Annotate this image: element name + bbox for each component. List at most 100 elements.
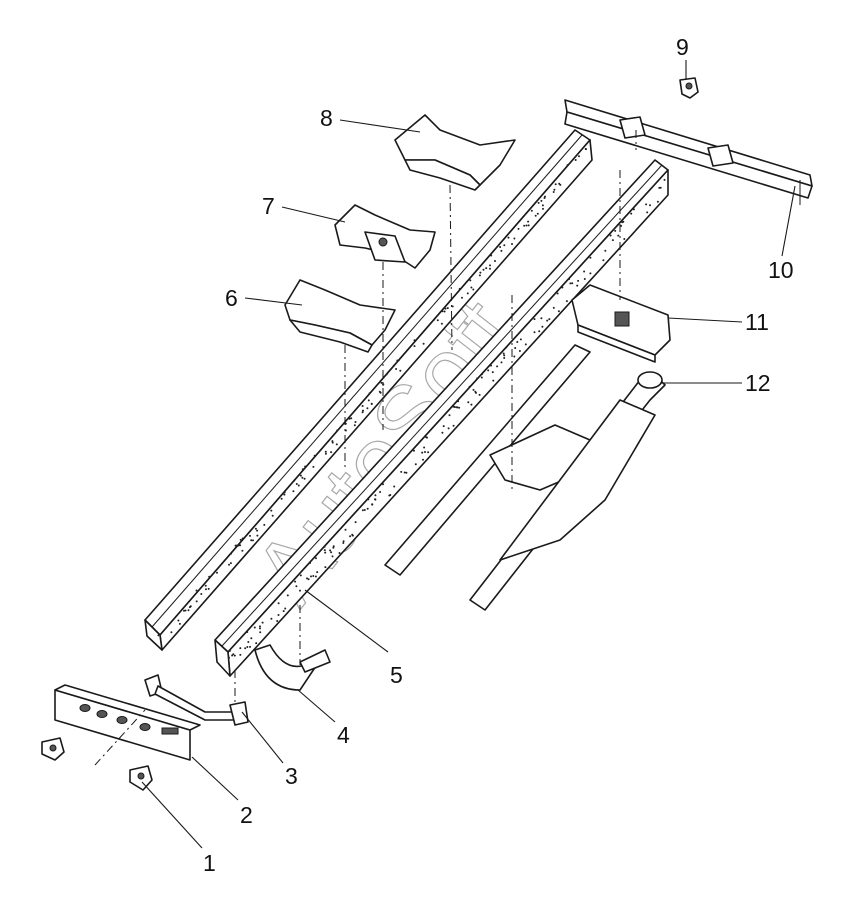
callout-labels: 1 2 3 4 5 6 7 8 9 10 11 12 [203, 34, 794, 876]
callout-2: 2 [240, 802, 253, 828]
rivet-hole [500, 361, 503, 364]
rivet-hole [468, 385, 471, 388]
rivet-hole [513, 355, 516, 358]
rivet-hole [621, 221, 624, 224]
rivet-hole [540, 199, 543, 202]
rivet-hole [461, 296, 463, 299]
rivet-hole [252, 539, 254, 542]
rivet-hole [399, 369, 402, 372]
rivet-hole [353, 424, 356, 427]
rivet-hole [467, 401, 470, 404]
rivet-hole [490, 254, 493, 257]
rivet-hole [244, 647, 247, 650]
rivet-hole [261, 621, 264, 624]
rivet-hole [270, 509, 273, 512]
rivet-hole [349, 535, 352, 538]
rivet-hole [297, 484, 300, 487]
rivet-hole [237, 544, 240, 547]
rivet-hole [543, 197, 546, 199]
rivet-hole [646, 211, 649, 214]
rivet-hole [310, 575, 312, 578]
rivet-hole [514, 347, 517, 349]
rivet-hole [205, 588, 207, 591]
rivet-hole [524, 343, 527, 346]
rivet-hole [423, 446, 426, 449]
callout-4: 4 [337, 722, 350, 748]
rivet-hole [447, 427, 450, 430]
rivet-hole [380, 381, 383, 384]
rivet-hole [446, 307, 449, 310]
rivet-hole [250, 539, 253, 542]
rivet-hole [231, 654, 234, 657]
rivet-hole [470, 403, 473, 406]
rivet-hole [329, 549, 332, 552]
rivet-hole [519, 338, 522, 341]
rivet-hole [649, 204, 651, 207]
rivet-hole [466, 292, 469, 295]
rivet-hole [277, 614, 280, 616]
rivet-hole [541, 325, 544, 328]
rivet-hole [233, 654, 236, 657]
rivet-hole [566, 164, 569, 167]
rivet-hole [177, 619, 180, 622]
rivet-hole [246, 631, 249, 633]
rivet-hole [480, 376, 483, 379]
rivet-hole [259, 625, 261, 628]
rivet-hole [557, 310, 560, 313]
rivet-hole [503, 244, 506, 247]
rivet-hole [537, 201, 540, 204]
rivet-hole [374, 494, 377, 497]
rivet-hole [307, 578, 310, 581]
rivet-hole [505, 346, 508, 349]
rivet-hole [187, 609, 190, 612]
rivet-hole [254, 527, 257, 530]
callout-6: 6 [225, 285, 238, 311]
rivet-hole [511, 243, 513, 245]
rivet-hole [216, 571, 218, 574]
rivet-hole [249, 534, 251, 537]
rivet-hole [335, 443, 338, 446]
rivet-hole [458, 406, 461, 409]
rivet-hole [330, 451, 333, 454]
rivet-hole [569, 282, 572, 285]
rivet-hole [527, 224, 530, 227]
rivet-hole [500, 249, 503, 252]
rivet-hole [583, 270, 586, 273]
rivet-hole [617, 234, 620, 237]
rivet-hole [395, 368, 398, 370]
rivet-hole [436, 319, 439, 322]
right-side-rail [214, 159, 669, 677]
left-side-rail [144, 129, 593, 651]
rivet-hole [490, 364, 492, 367]
rivet-hole [530, 209, 533, 212]
rivet-hole [368, 392, 371, 395]
right-rail-holes [228, 178, 666, 659]
rivet-hole [366, 507, 369, 510]
rivet-hole [284, 607, 287, 610]
rivet-hole [458, 287, 461, 290]
rivet-hole [259, 627, 261, 630]
rivet-hole [444, 307, 447, 310]
rivet-hole [470, 286, 473, 289]
rivet-hole [382, 483, 384, 486]
rivet-hole [427, 451, 430, 454]
rivet-hole [542, 207, 544, 210]
callout-8: 8 [320, 105, 333, 131]
rivet-hole [503, 357, 506, 359]
rivet-hole [583, 278, 586, 280]
callout-3: 3 [285, 763, 298, 789]
rivet-hole [426, 436, 428, 439]
rivet-hole [228, 563, 230, 566]
rivet-hole [338, 552, 341, 554]
rivet-hole [482, 268, 485, 271]
rivet-hole [620, 224, 623, 227]
rivet-hole [330, 551, 333, 554]
rivet-hole [354, 421, 357, 423]
rivet-hole [247, 641, 250, 643]
rivet-hole [256, 534, 259, 537]
rivet-hole [178, 622, 181, 625]
rivet-hole [478, 393, 481, 396]
rivet-hole [366, 407, 369, 410]
bracket-9 [679, 77, 699, 99]
rivet-hole [301, 476, 304, 479]
